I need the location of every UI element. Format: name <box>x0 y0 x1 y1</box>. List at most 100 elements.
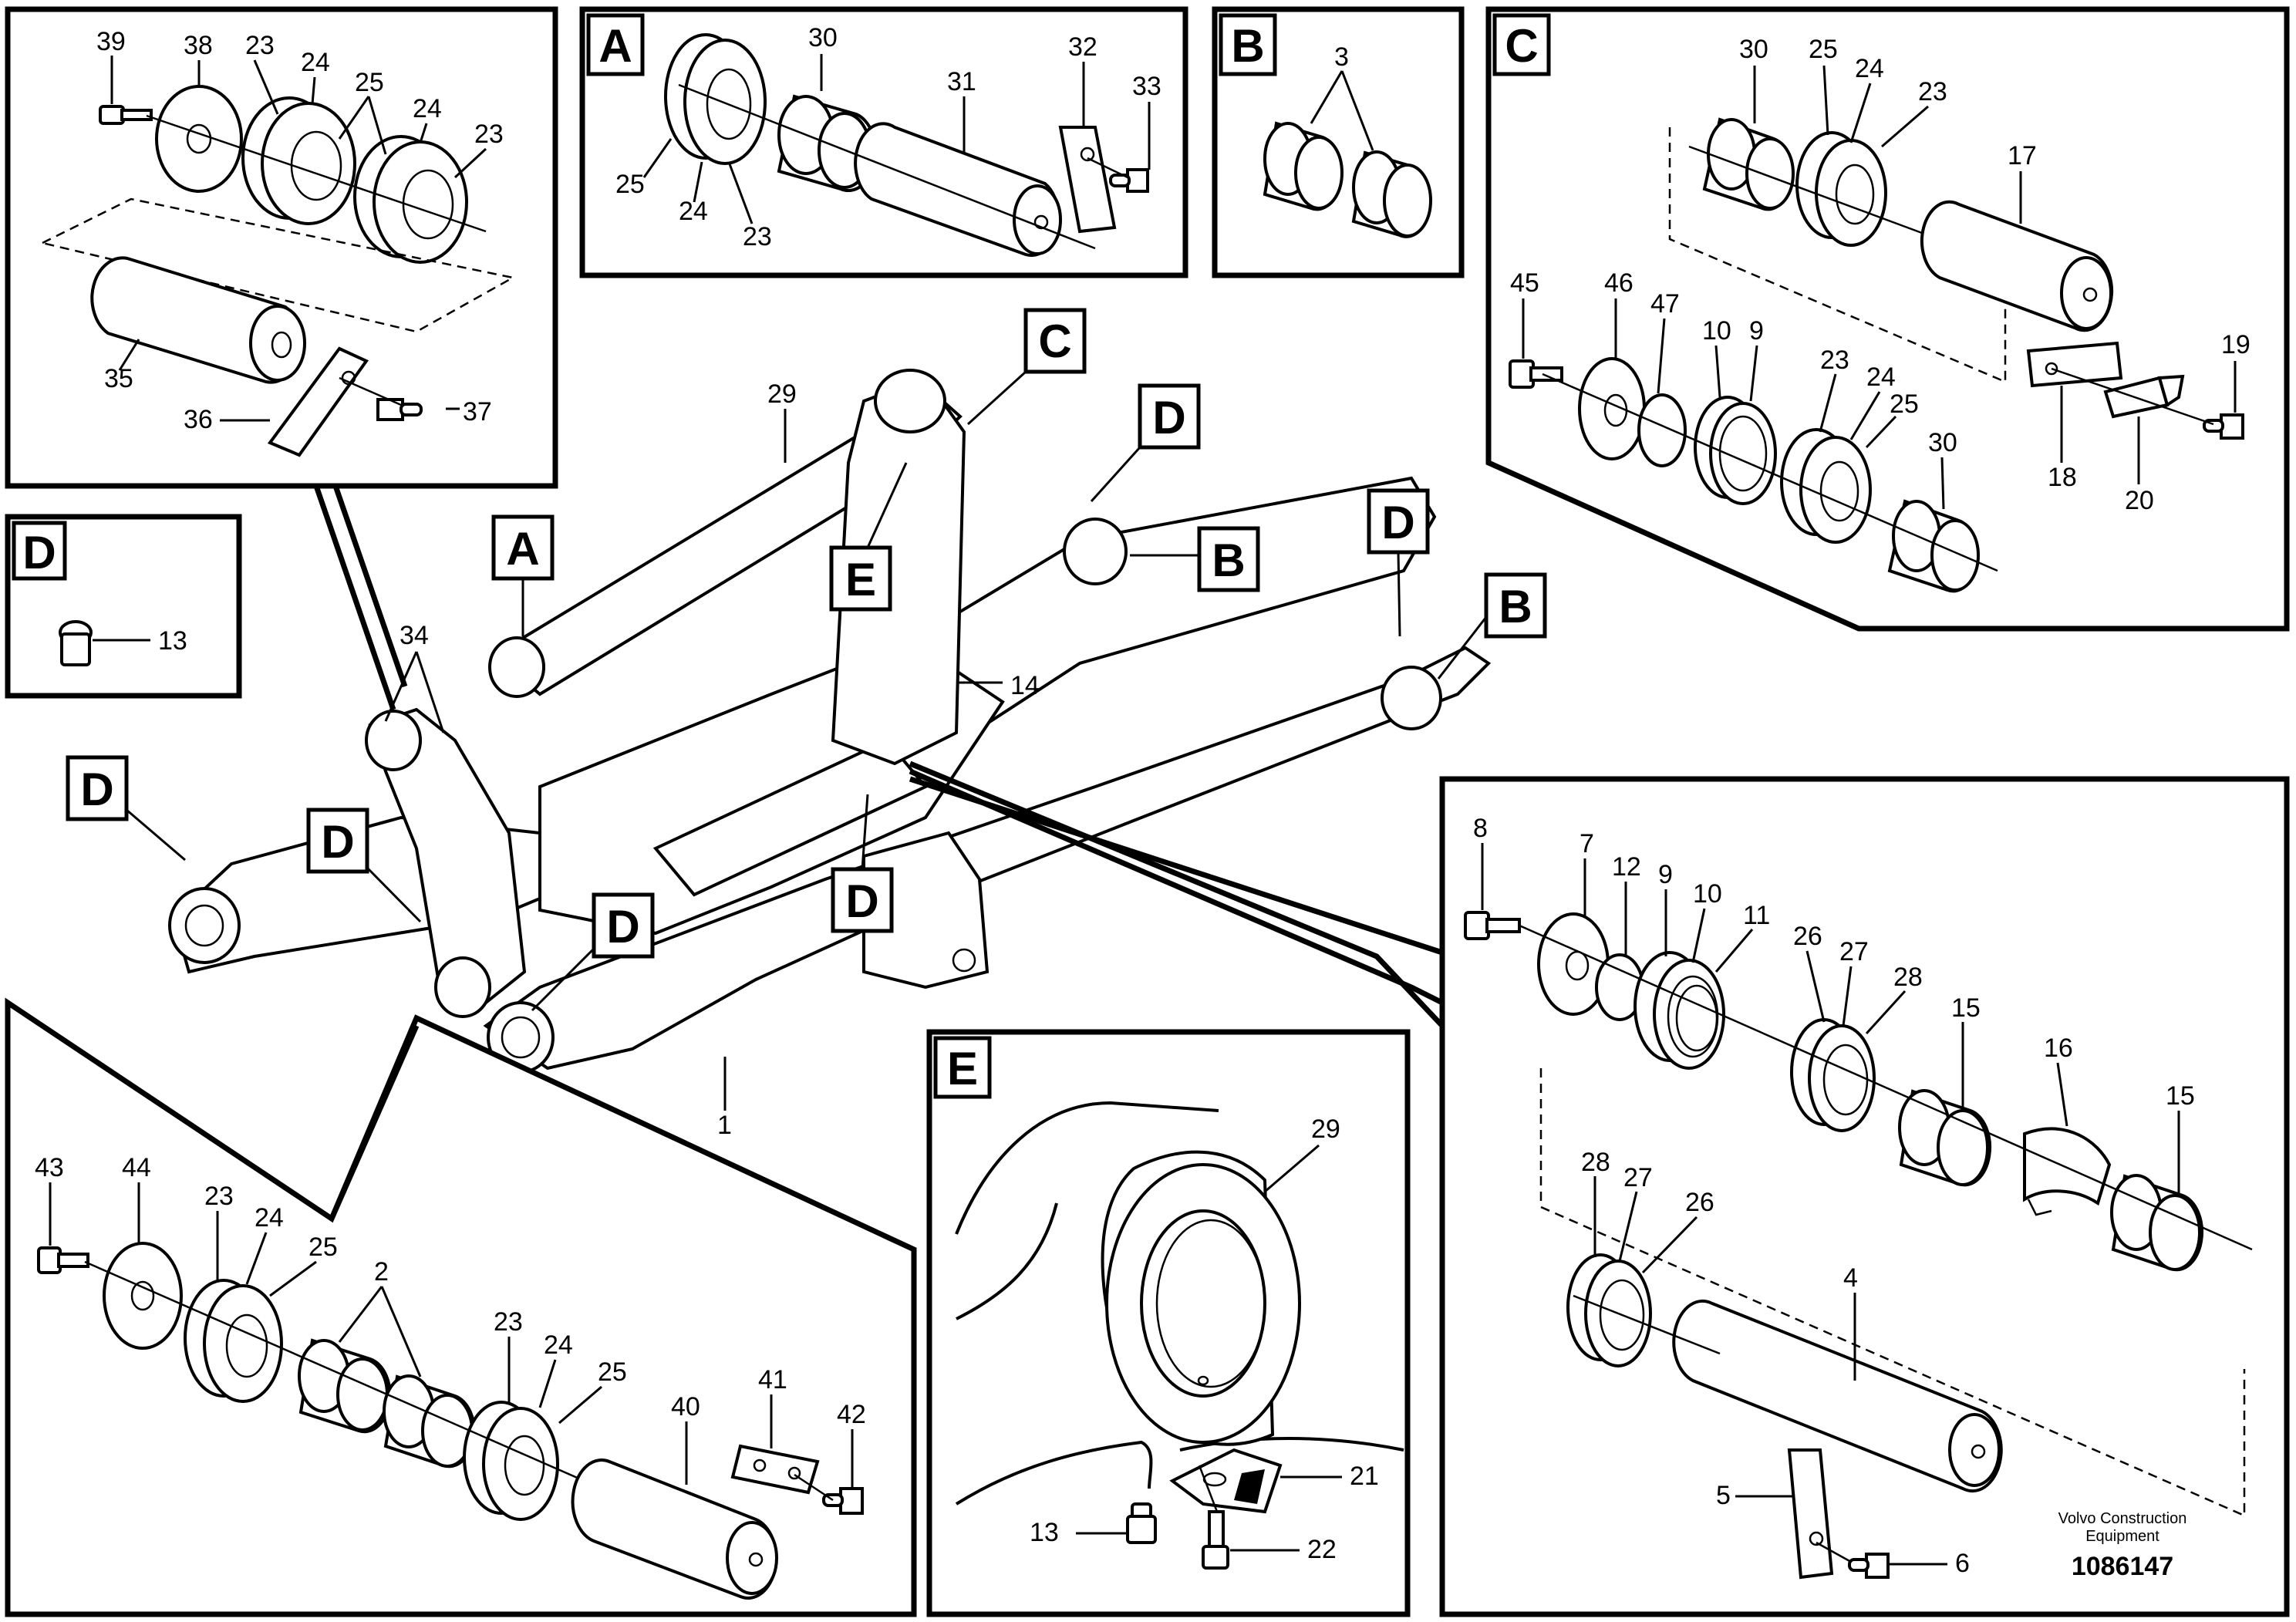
label-9: 9 <box>1749 316 1764 346</box>
label-31: 31 <box>947 67 976 96</box>
label-40: 40 <box>671 1392 700 1421</box>
label-46: 46 <box>1604 268 1633 298</box>
bolt-39 <box>99 105 153 125</box>
label-23: 23 <box>204 1182 234 1211</box>
label-17: 17 <box>2008 141 2037 170</box>
label-25: 25 <box>615 170 645 199</box>
callout-d-3: D <box>66 755 186 862</box>
label-29: 29 <box>1311 1114 1340 1144</box>
label-8: 8 <box>1473 814 1488 843</box>
label-3: 3 <box>1334 42 1349 72</box>
label-14: 14 <box>1010 671 1040 700</box>
label-43: 43 <box>35 1153 64 1182</box>
label-30: 30 <box>808 23 838 52</box>
label-19: 19 <box>2221 330 2250 359</box>
label-35: 35 <box>104 364 133 393</box>
label-45: 45 <box>1510 268 1539 298</box>
lock-plate-21 <box>1169 1448 1283 1514</box>
svg-text:B: B <box>1212 534 1245 586</box>
label-24: 24 <box>1866 363 1896 392</box>
pin-31 <box>854 122 1062 258</box>
label-13: 13 <box>1030 1518 1059 1547</box>
label-32: 32 <box>1068 32 1097 62</box>
label-1: 1 <box>717 1111 732 1140</box>
grease-nipple-13 <box>59 620 93 666</box>
lift-arm-left <box>171 815 589 974</box>
panel-d-label: D <box>22 527 56 578</box>
panel-connectors <box>313 484 1445 1028</box>
label-23: 23 <box>1820 346 1849 375</box>
lift-arm-assembly: 29 14 34 1 <box>168 369 1492 1140</box>
label-28: 28 <box>1893 963 1923 992</box>
pin-4 <box>1672 1299 2003 1493</box>
label-4: 4 <box>1843 1263 1858 1293</box>
callout-a: A <box>491 514 555 636</box>
callout-c: C <box>966 308 1087 426</box>
panel-b: B 3 <box>1212 6 1465 278</box>
company-name: Volvo Construction <box>2058 1510 2187 1527</box>
bushing-29 <box>1101 1150 1301 1446</box>
svg-text:D: D <box>845 875 878 927</box>
washer-47 <box>1637 393 1687 467</box>
svg-text:E: E <box>845 554 876 605</box>
bushing-3b <box>1351 150 1432 238</box>
bolt-37 <box>376 398 423 421</box>
label-24: 24 <box>255 1203 284 1233</box>
callout-d-6: D <box>831 794 894 933</box>
label-10: 10 <box>1702 316 1731 346</box>
label-25: 25 <box>1809 35 1838 64</box>
pin-40 <box>571 1458 778 1600</box>
label-41: 41 <box>758 1365 787 1394</box>
svg-text:D: D <box>606 901 639 953</box>
label-23: 23 <box>245 31 275 60</box>
bushing-30-top <box>1702 117 1795 211</box>
svg-text:B: B <box>1499 581 1532 632</box>
grease-nipple-13-e <box>1126 1502 1157 1544</box>
label-47: 47 <box>1650 289 1680 319</box>
label-15: 15 <box>2166 1081 2195 1111</box>
label-5: 5 <box>1716 1481 1731 1510</box>
seals-26-27-28 <box>1790 1018 1876 1132</box>
panel-c: C <box>1485 6 2290 632</box>
label-22: 22 <box>1307 1535 1337 1564</box>
label-12: 12 <box>1612 852 1641 882</box>
callout-d-5: D <box>531 892 655 1012</box>
label-25: 25 <box>308 1233 338 1262</box>
callout-d-2: D <box>1367 488 1430 637</box>
label-23: 23 <box>1918 77 1947 106</box>
label-34: 34 <box>400 621 429 650</box>
seal-rings-c-bottom <box>1780 428 1872 544</box>
front-plate <box>862 831 990 990</box>
label-18: 18 <box>2048 463 2077 492</box>
label-39: 39 <box>96 27 126 56</box>
panel-a: A 30 31 32 33 25 24 2 <box>579 6 1188 278</box>
drawing-number: 1086147 <box>2072 1552 2173 1581</box>
seal-9-10 <box>1694 396 1777 505</box>
panel-b-label: B <box>1231 20 1264 72</box>
svg-text:D: D <box>1152 392 1185 443</box>
panel-top-left: 39 38 23 24 25 24 23 35 36 37 <box>5 6 558 489</box>
label-6: 6 <box>1955 1549 1970 1578</box>
label-25: 25 <box>1890 389 1919 419</box>
label-42: 42 <box>837 1400 866 1429</box>
bushing-3a <box>1263 121 1344 211</box>
bolt-33 <box>1109 168 1149 193</box>
callout-d-4: D <box>306 808 422 923</box>
label-21: 21 <box>1350 1462 1379 1491</box>
label-9: 9 <box>1658 860 1673 889</box>
label-28: 28 <box>1581 1148 1610 1177</box>
washer-38 <box>155 85 243 193</box>
label-24: 24 <box>1855 54 1884 83</box>
label-7: 7 <box>1580 829 1594 858</box>
seals-9-10-11 <box>1633 951 1725 1070</box>
svg-text:C: C <box>1038 315 1071 367</box>
seal-rings-c-top <box>1795 131 1887 247</box>
bushings-2 <box>298 1338 476 1469</box>
lock-plate-18 <box>2026 341 2123 388</box>
label-30: 30 <box>1739 35 1768 64</box>
lock-plate-41 <box>730 1444 820 1495</box>
panel-right: 8 7 12 9 10 11 26 27 28 15 16 15 28 27 2… <box>1439 776 2290 1617</box>
label-24: 24 <box>544 1330 573 1360</box>
bolt-43 <box>37 1246 89 1274</box>
seal-rings-23-24-25 <box>241 96 468 264</box>
